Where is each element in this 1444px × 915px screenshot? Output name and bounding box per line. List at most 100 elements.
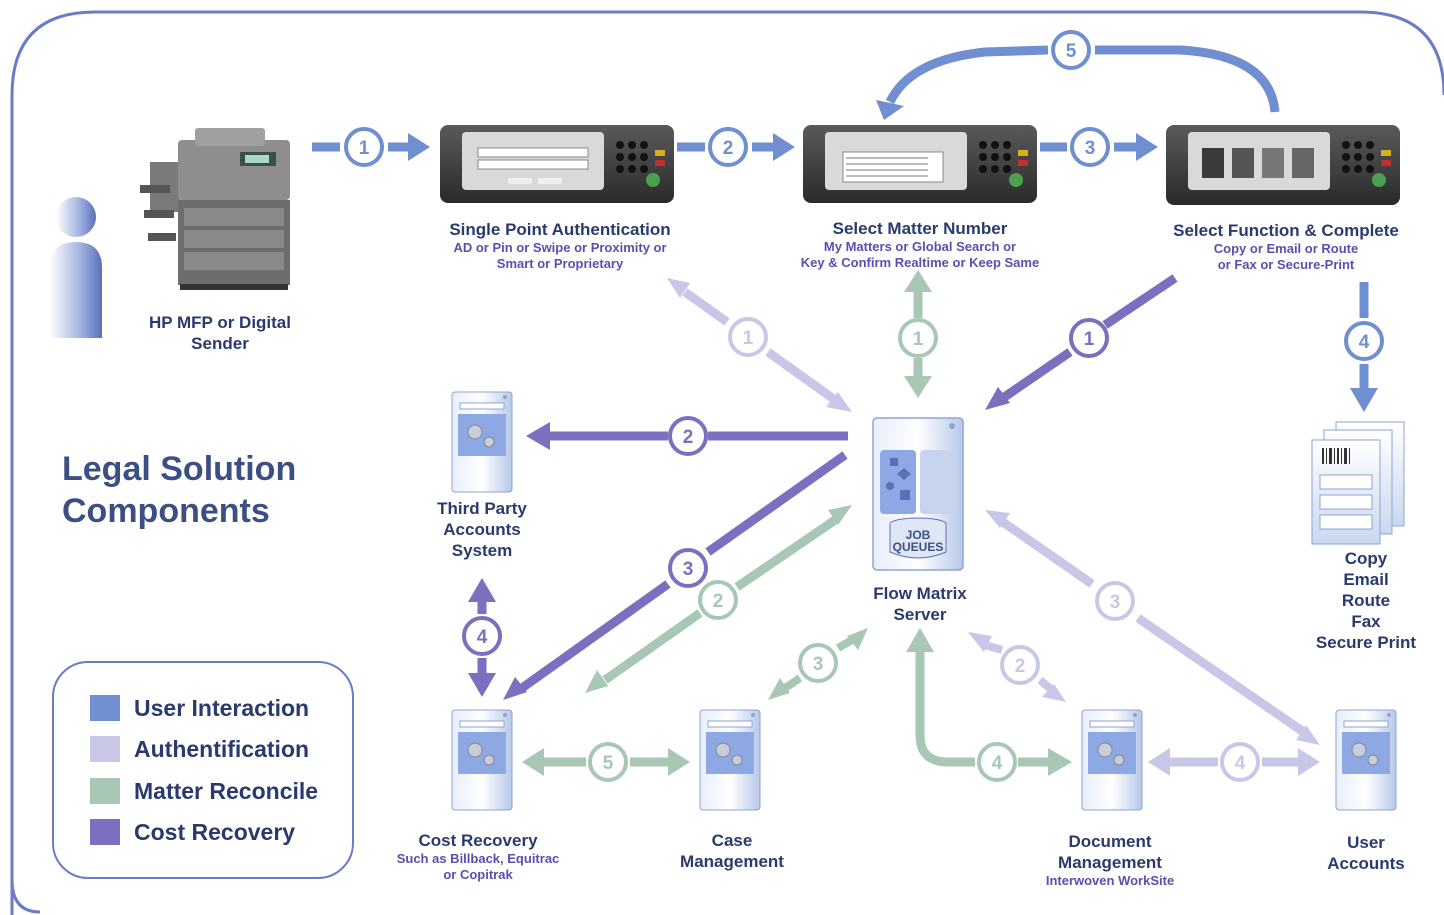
user-accounts-server-icon [1335, 709, 1397, 811]
function-label: Select Function & Complete Copy or Email… [1136, 220, 1436, 273]
badge-auth-4: 4 [1220, 742, 1260, 782]
svg-text:1: 1 [743, 328, 754, 349]
job-queues-line2: QUEUES [892, 540, 944, 554]
arrow-auth-4 [1148, 748, 1320, 776]
arrow-matter-5 [522, 748, 690, 776]
arrow-auth-1 [667, 278, 852, 412]
auth-label: Single Point Authentication AD or Pin or… [410, 219, 710, 272]
svg-text:1: 1 [359, 138, 370, 159]
case-management-line1: Case [711, 831, 753, 850]
legend-label-cost-recovery: Cost Recovery [134, 818, 296, 845]
output-documents-icon [1311, 421, 1405, 545]
arrow-step4-output [1350, 282, 1378, 412]
arrow-step2-user [677, 133, 795, 161]
svg-text:4: 4 [477, 627, 488, 648]
svg-text:1: 1 [1084, 329, 1095, 350]
matter-sub2: Key & Confirm Realtime or Keep Same [800, 255, 1040, 270]
flow-matrix-line2: Server [893, 605, 947, 624]
legend-item-matter-reconcile: Matter Reconcile [90, 776, 318, 806]
svg-text:3: 3 [813, 654, 824, 675]
badge-auth-3: 3 [1095, 581, 1135, 621]
svg-text:4: 4 [1235, 753, 1246, 774]
step-badges: 1 2 3 5 4 1 2 3 4 1 2 3 4 5 1 2 3 4 [344, 30, 1384, 782]
user-accounts-line1: User [1347, 833, 1385, 852]
function-title: Select Function & Complete [1173, 221, 1399, 240]
legend-swatch-cost-recovery [90, 819, 120, 845]
flow-matrix-line1: Flow Matrix [873, 584, 967, 603]
case-management-server-icon [699, 709, 761, 811]
output-copy: Copy [1344, 549, 1388, 568]
document-management-sub: Interwoven WorkSite [1045, 873, 1175, 888]
legend-swatch-authentification [90, 736, 120, 762]
auth-sub1: AD or Pin or Swipe or Proximity or [453, 240, 667, 255]
document-management-line1: Document [1068, 832, 1152, 851]
job-queues-label: JOB QUEUES [888, 529, 948, 553]
arrow-step1-user [312, 133, 430, 161]
svg-text:2: 2 [713, 591, 724, 612]
document-management-server-icon [1081, 709, 1143, 811]
badge-user-1: 1 [344, 127, 384, 167]
arrow-cost-2 [526, 422, 848, 450]
legend-item-authentification: Authentification [90, 734, 309, 764]
diagram-title-line1: Legal Solution [62, 450, 297, 488]
function-sub2: or Fax or Secure-Print [1217, 257, 1355, 272]
mfp-printer-icon [140, 128, 290, 290]
document-management-line2: Management [1058, 853, 1162, 872]
svg-text:5: 5 [603, 753, 614, 774]
third-party-line3: System [451, 541, 513, 560]
case-management-label: Case Management [662, 830, 802, 872]
flow-matrix-server-icon [872, 417, 964, 571]
badge-user-4: 4 [1344, 321, 1384, 361]
arrow-matter-3 [768, 628, 868, 700]
legend-swatch-user-interaction [90, 695, 120, 721]
flow-matrix-label: Flow Matrix Server [840, 583, 1000, 625]
output-secure-print: Secure Print [1315, 633, 1417, 652]
output-email: Email [1343, 570, 1389, 589]
arrow-auth-2 [968, 632, 1066, 702]
svg-text:3: 3 [683, 559, 694, 580]
arrow-cost-4 [468, 578, 496, 697]
arrow-matter-4 [906, 628, 1072, 776]
case-management-line2: Management [680, 852, 784, 871]
svg-text:4: 4 [992, 753, 1003, 774]
output-functions-list: Copy Email Route Fax Secure Print [1296, 548, 1436, 653]
person-icon [50, 197, 102, 338]
third-party-server-icon [451, 391, 513, 493]
diagram-title-line2: Components [62, 492, 270, 530]
matter-panel-icon [803, 125, 1037, 203]
diagram-title: Legal Solution Components [62, 448, 296, 532]
outer-frame [10, 10, 1444, 915]
output-fax: Fax [1351, 612, 1381, 631]
arrow-step3-user [1040, 133, 1158, 161]
mfp-label-line2: Sender [191, 334, 249, 353]
badge-matter-3: 3 [798, 643, 838, 683]
third-party-label: Third Party Accounts System [412, 498, 552, 561]
mfp-label-line1: HP MFP or Digital [148, 313, 291, 332]
output-route: Route [1341, 591, 1391, 610]
matter-label: Select Matter Number My Matters or Globa… [770, 218, 1070, 271]
arrow-matter-2 [585, 505, 852, 693]
arrow-auth-3 [985, 510, 1320, 745]
svg-text:1: 1 [913, 329, 924, 350]
legend-item-user-interaction: User Interaction [90, 693, 309, 723]
cost-recovery-title: Cost Recovery [418, 831, 538, 850]
svg-text:2: 2 [683, 427, 694, 448]
arrow-step5-loop [876, 45, 1280, 120]
function-sub1: Copy or Email or Route [1213, 241, 1359, 256]
user-accounts-label: User Accounts [1306, 832, 1426, 874]
badge-matter-4: 4 [977, 742, 1017, 782]
badge-user-5: 5 [1051, 30, 1091, 70]
arrow-matter-1 [904, 270, 932, 398]
matter-sub1: My Matters or Global Search or [823, 239, 1017, 254]
cost-recovery-sub2: or Copitrak [443, 867, 513, 882]
auth-panel-icon [440, 125, 674, 203]
badge-cost-2: 2 [668, 416, 708, 456]
svg-text:4: 4 [1359, 332, 1370, 353]
cost-recovery-label: Cost Recovery Such as Billback, Equitrac… [378, 830, 578, 883]
badge-auth-2: 2 [1000, 645, 1040, 685]
badge-user-3: 3 [1070, 127, 1110, 167]
legend-label-authentification: Authentification [134, 735, 310, 762]
third-party-line1: Third Party [437, 499, 527, 518]
